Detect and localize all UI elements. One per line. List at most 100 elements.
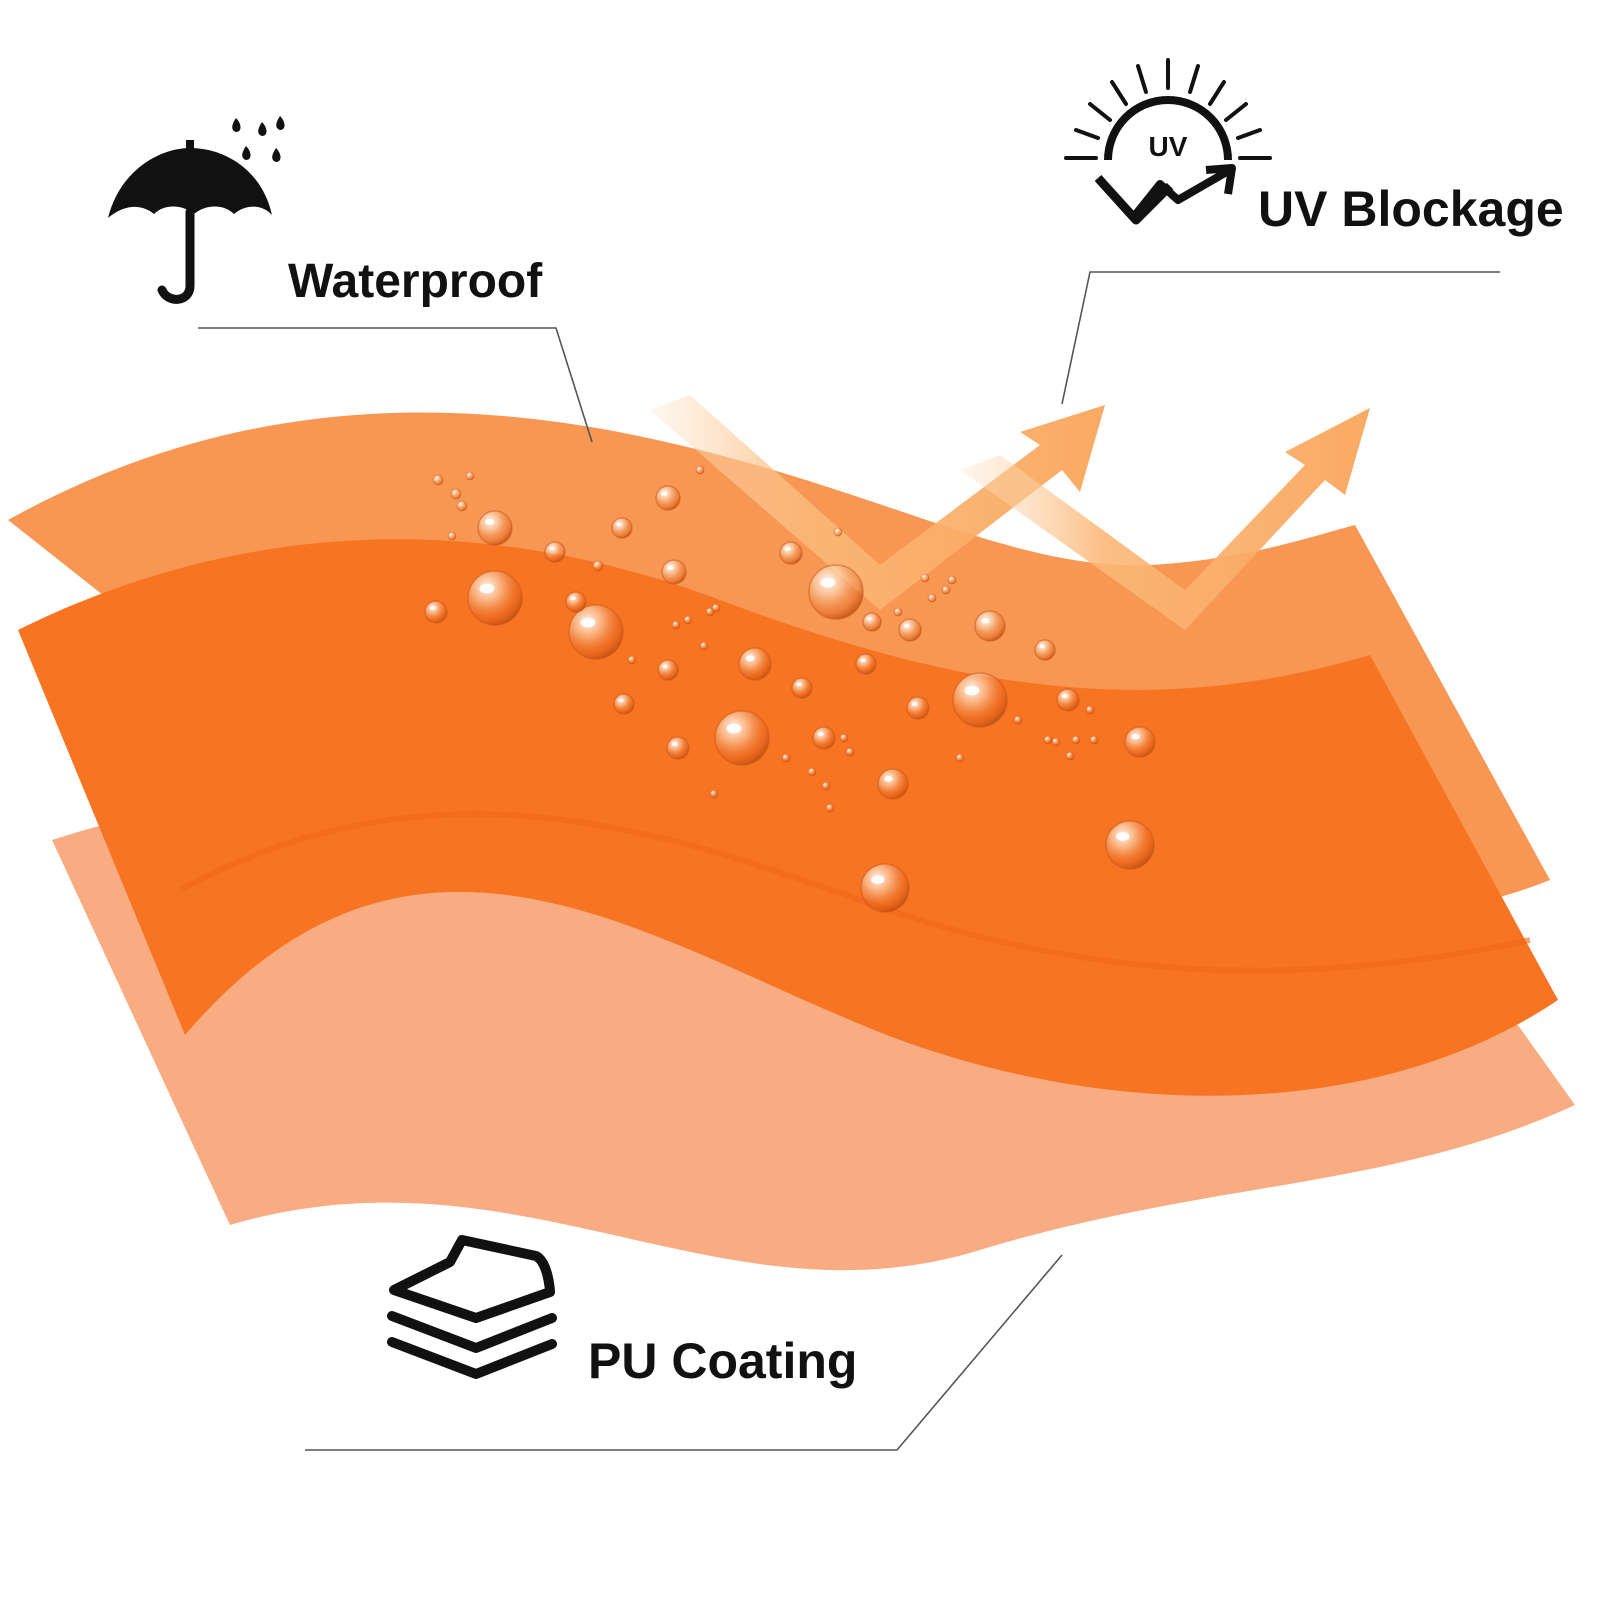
water-droplet-highlight — [871, 875, 885, 884]
water-droplet — [657, 659, 679, 681]
water-droplet — [860, 863, 910, 913]
water-droplet — [714, 710, 770, 766]
uv-blockage-label: UV Blockage — [1258, 181, 1564, 237]
water-droplet-highlight — [817, 732, 824, 737]
water-droplet — [1085, 705, 1095, 715]
uv-icon-text: UV — [1149, 131, 1188, 162]
fabric-layer-middle-inner-edge — [178, 811, 1531, 974]
water-droplet-highlight — [866, 617, 872, 621]
water-droplet — [568, 604, 624, 660]
water-droplet-highlight — [667, 565, 674, 570]
waterproof-leader-line — [198, 327, 593, 443]
water-droplet-highlight — [618, 698, 624, 703]
water-droplet — [952, 672, 1008, 728]
pu-coating-label: PU Coating — [588, 1333, 858, 1389]
water-droplet-highlight — [429, 606, 436, 611]
water-droplet-highlight — [1131, 734, 1140, 740]
water-droplet-highlight — [479, 583, 495, 594]
water-droplet — [955, 753, 965, 763]
water-droplet-highlight — [485, 518, 495, 526]
water-droplet — [862, 612, 882, 632]
water-droplet — [808, 564, 864, 620]
uv-sun-reflect-icon: UV — [1064, 58, 1272, 225]
water-droplet — [920, 573, 930, 583]
water-droplet — [1056, 688, 1080, 712]
water-droplet — [695, 465, 705, 475]
water-droplet — [456, 500, 468, 512]
layers-icon — [387, 1235, 557, 1379]
water-droplet — [791, 677, 813, 699]
water-droplet-highlight — [784, 547, 791, 552]
water-droplet — [947, 575, 957, 585]
water-droplet-highlight — [796, 682, 802, 687]
water-droplet-highlight — [820, 577, 836, 588]
water-droplet — [655, 485, 681, 511]
water-droplet — [1043, 735, 1053, 745]
water-droplet-highlight — [549, 546, 555, 551]
water-droplet — [1089, 735, 1099, 745]
waterproof-label: Waterproof — [288, 255, 543, 308]
water-droplet-highlight — [580, 617, 596, 628]
water-droplet — [927, 593, 937, 603]
water-droplet — [683, 615, 693, 625]
fabric-layer-middle — [18, 539, 1558, 1096]
water-droplet — [432, 474, 444, 486]
water-droplet — [821, 781, 831, 791]
water-droplet-highlight — [964, 685, 980, 696]
water-droplet — [738, 647, 772, 681]
water-droplet — [592, 560, 604, 572]
pu-coating-leader-line — [305, 1254, 1063, 1451]
water-droplet — [627, 655, 637, 665]
water-droplet — [1051, 737, 1061, 747]
water-droplet — [711, 603, 721, 613]
water-droplet — [1071, 735, 1081, 745]
water-droplet-highlight — [1116, 832, 1130, 841]
water-droplet — [661, 559, 687, 585]
water-droplet — [1105, 820, 1155, 870]
water-droplet — [1124, 726, 1156, 758]
water-droplet-highlight — [745, 655, 755, 662]
water-droplet — [613, 693, 635, 715]
water-droplet — [1034, 639, 1056, 661]
water-droplet — [807, 767, 817, 777]
water-droplet — [833, 527, 843, 537]
uv-arrow-right — [960, 408, 1370, 630]
water-droplet — [781, 753, 791, 763]
water-droplet — [705, 607, 715, 617]
water-droplet — [779, 541, 803, 565]
water-droplet — [974, 610, 1006, 642]
water-droplet-highlight — [661, 491, 668, 496]
water-droplet — [699, 641, 709, 651]
water-droplet — [450, 488, 462, 500]
water-droplet — [812, 726, 836, 750]
water-droplet — [893, 607, 903, 617]
water-droplet-highlight — [981, 618, 990, 624]
water-droplet-highlight — [616, 522, 622, 527]
water-droplet-highlight — [1039, 644, 1045, 649]
water-droplet — [477, 510, 513, 546]
water-droplet-highlight — [911, 702, 918, 707]
water-droplet — [565, 591, 587, 613]
water-droplet — [906, 696, 930, 720]
water-droplet-highlight — [903, 624, 910, 629]
water-droplet — [845, 747, 855, 757]
fabric-layer-bottom — [52, 790, 1575, 1271]
uv-reflection-arrows — [650, 395, 1370, 630]
water-droplets — [424, 465, 1156, 913]
water-droplet-highlight — [884, 776, 893, 782]
umbrella-rain-icon — [108, 116, 285, 304]
water-droplet — [855, 653, 877, 675]
water-droplet — [467, 570, 523, 626]
water-droplet — [671, 620, 681, 630]
water-droplet — [611, 517, 633, 539]
water-droplet-highlight — [1061, 694, 1068, 699]
water-droplet-highlight — [662, 664, 668, 669]
water-droplet — [839, 733, 849, 743]
water-droplet — [447, 531, 457, 541]
water-droplet-highlight — [726, 723, 742, 734]
water-droplet — [544, 541, 566, 563]
water-droplet — [877, 768, 909, 800]
water-droplet — [424, 600, 448, 624]
uv-blockage-leader-line — [1061, 271, 1500, 405]
